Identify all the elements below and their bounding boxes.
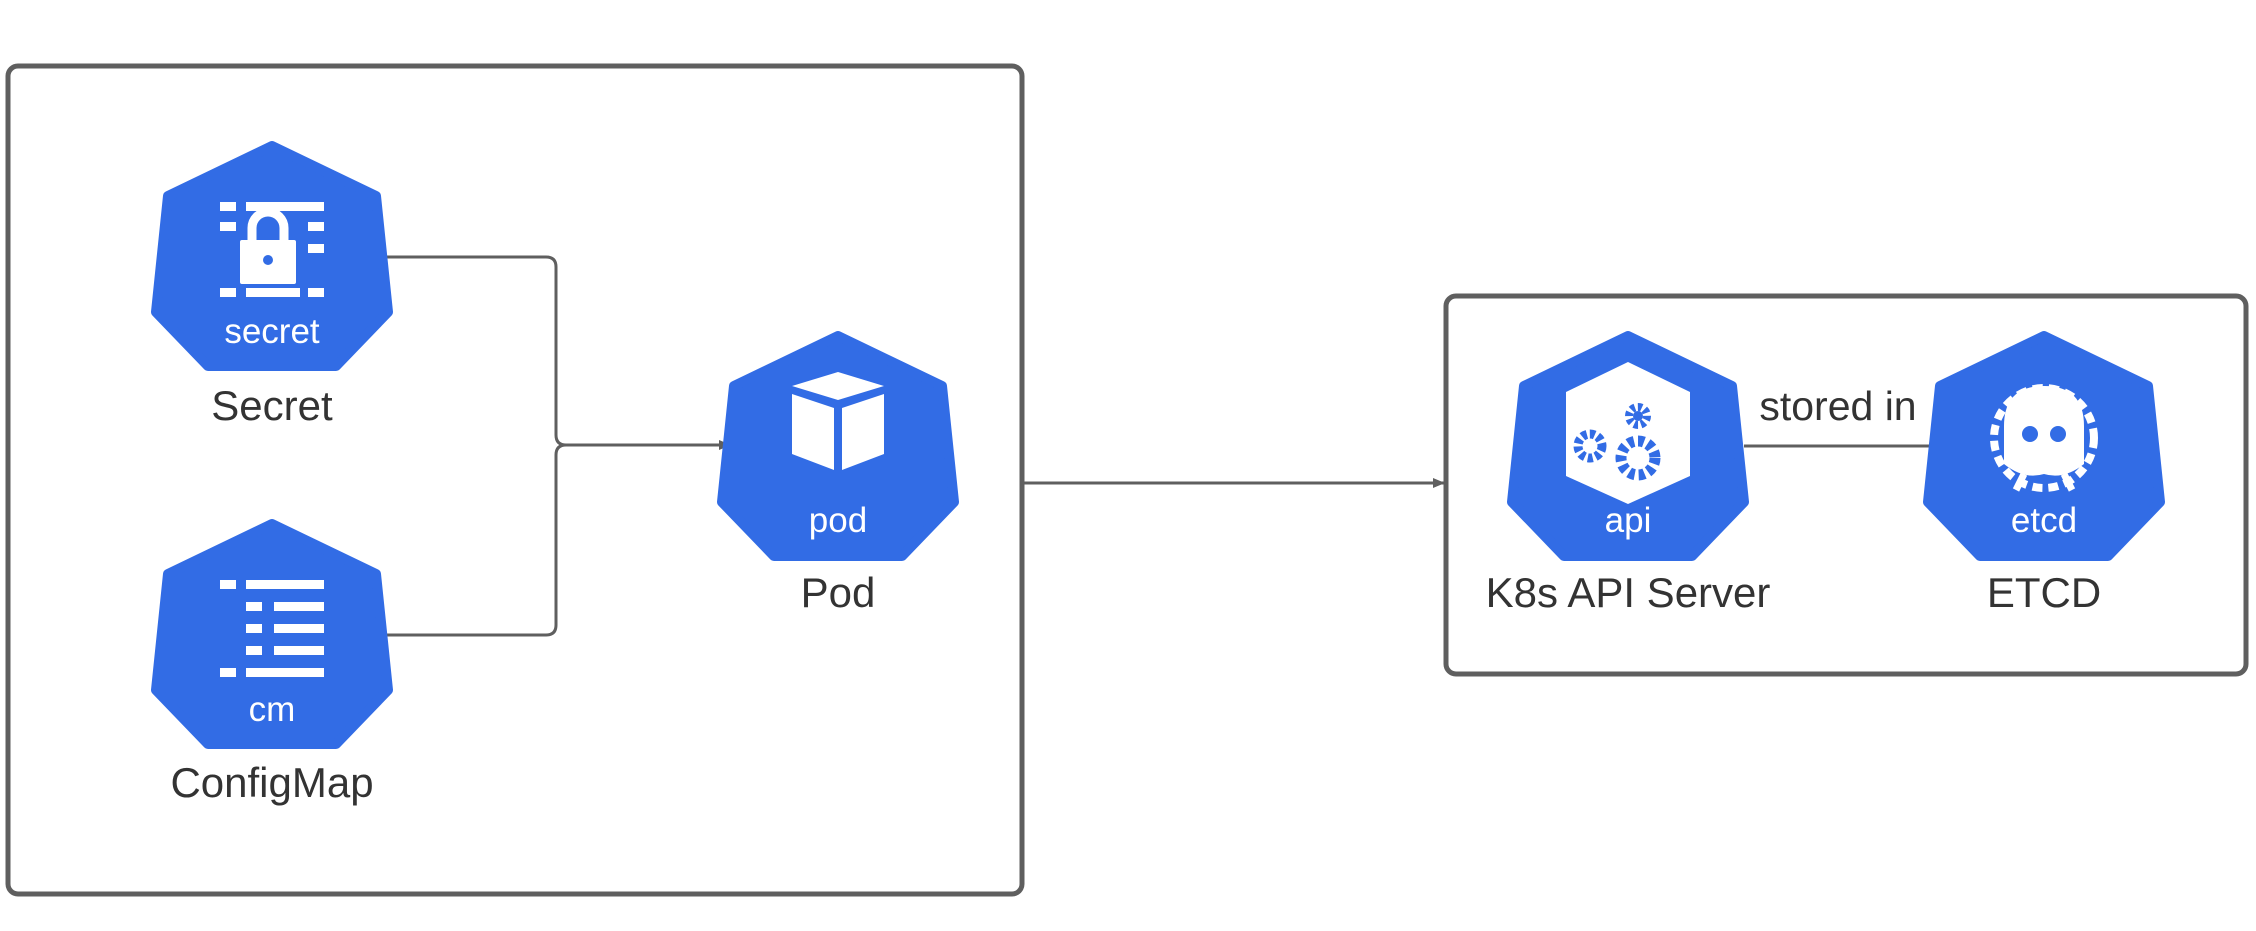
pod-heptagon — [717, 331, 959, 561]
configmap-badge-text: cm — [249, 690, 296, 729]
api-inner-hexagon — [1566, 362, 1690, 504]
config-list-icon — [220, 580, 324, 677]
secret-badge-text: secret — [224, 312, 320, 351]
api-node: api — [1507, 331, 1749, 561]
secret-to-pod-connector — [380, 255, 731, 450]
etcd-node: etcd — [1923, 331, 2165, 561]
left-group-container — [5, 63, 1025, 897]
api-badge-text: api — [1605, 501, 1652, 540]
etcd-logo-icon — [1990, 384, 2098, 492]
pod-badge-text: pod — [809, 501, 867, 540]
configmap-node: cm — [151, 519, 393, 749]
api-label: K8s API Server — [1486, 569, 1771, 616]
etcd-label: ETCD — [1987, 569, 2101, 616]
configmap-heptagon — [151, 519, 393, 749]
lock-list-icon — [220, 202, 324, 297]
configmap-label: ConfigMap — [170, 759, 373, 806]
right-group-container — [1443, 293, 2249, 677]
cube-icon — [792, 372, 884, 470]
configmap-to-pod-connector — [380, 443, 730, 637]
secret-label: Secret — [211, 382, 333, 429]
pod-label: Pod — [801, 569, 876, 616]
pod-node: pod — [717, 331, 959, 561]
api-to-etcd-edge-label: stored in — [1759, 383, 1916, 429]
gears-icon — [1573, 403, 1661, 481]
secret-node: secret — [151, 141, 393, 371]
etcd-badge-text: etcd — [2011, 501, 2077, 540]
